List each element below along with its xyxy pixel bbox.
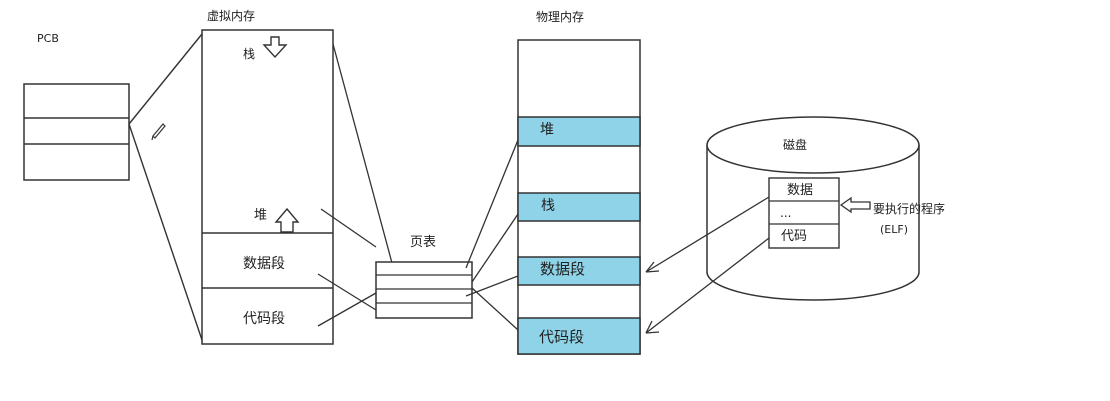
virtual-code-segment-label: 代码段 bbox=[243, 311, 285, 327]
pcb-box bbox=[23, 83, 130, 181]
disk-code-to-phys-line bbox=[645, 237, 770, 334]
virtual-data-segment-label: 数据段 bbox=[243, 256, 285, 272]
pt-to-phys-code-line bbox=[471, 287, 519, 331]
disk-item-ellipsis: ... bbox=[780, 206, 792, 220]
page-table bbox=[375, 261, 473, 319]
vm-stack-to-page-table-line bbox=[332, 43, 393, 264]
program-pointer-arrow-icon bbox=[839, 196, 871, 214]
vm-data-to-page-table-line bbox=[317, 273, 377, 311]
stack-grow-down-arrow-icon bbox=[262, 36, 288, 59]
physical-stack-block bbox=[517, 192, 641, 222]
physical-memory-title: 物理内存 bbox=[536, 10, 585, 24]
pcb-to-vm-top-line bbox=[128, 33, 203, 125]
pcb-to-vm-bottom-line bbox=[128, 123, 203, 341]
program-label: 要执行的程序 bbox=[873, 202, 946, 216]
pt-to-phys-heap-line bbox=[465, 139, 519, 269]
virtual-stack-label: 栈 bbox=[243, 47, 256, 61]
page-table-outline bbox=[375, 261, 473, 319]
page-table-title: 页表 bbox=[410, 235, 437, 250]
disk-item-code: 代码 bbox=[781, 229, 808, 244]
disk-title: 磁盘 bbox=[783, 138, 808, 152]
disk-data-arrowhead-icon bbox=[645, 261, 660, 273]
virtual-heap-label: 堆 bbox=[254, 208, 268, 223]
virtual-memory-outline bbox=[201, 29, 334, 345]
pencil-icon bbox=[151, 123, 166, 141]
pt-to-phys-data-line bbox=[465, 275, 519, 297]
heap-grow-up-arrow-icon bbox=[274, 207, 300, 233]
program-format-label: (ELF) bbox=[880, 223, 908, 236]
vm-code-to-page-table-line bbox=[317, 292, 377, 327]
physical-code-block bbox=[517, 317, 641, 355]
physical-memory-column bbox=[517, 39, 641, 355]
virtual-to-page-table-lines bbox=[317, 43, 393, 327]
pcb-to-virtual-lines bbox=[128, 33, 203, 341]
vm-heap-to-page-table-line bbox=[320, 208, 377, 248]
disk-program-box bbox=[768, 177, 840, 249]
page-table-to-physical-lines bbox=[465, 139, 519, 331]
virtual-memory-title: 虚拟内存 bbox=[207, 9, 256, 23]
physical-heap-label: 堆 bbox=[540, 122, 554, 138]
physical-heap-block bbox=[517, 116, 641, 147]
disk-item-data: 数据 bbox=[787, 183, 814, 198]
virtual-memory-column bbox=[201, 29, 334, 345]
physical-stack-label: 栈 bbox=[541, 198, 555, 214]
pcb-label: PCB bbox=[37, 32, 59, 45]
disk-data-to-phys-line bbox=[645, 196, 770, 273]
disk-to-physical-arrows bbox=[645, 196, 770, 334]
disk-cylinder bbox=[706, 116, 920, 301]
pcb-outline bbox=[23, 83, 130, 181]
physical-code-segment-label: 代码段 bbox=[539, 328, 585, 346]
physical-data-block bbox=[517, 256, 641, 286]
pt-to-phys-stack-line bbox=[471, 213, 519, 283]
disk-top bbox=[706, 116, 920, 174]
disk-code-arrowhead-icon bbox=[645, 320, 660, 334]
physical-data-segment-label: 数据段 bbox=[540, 260, 586, 278]
